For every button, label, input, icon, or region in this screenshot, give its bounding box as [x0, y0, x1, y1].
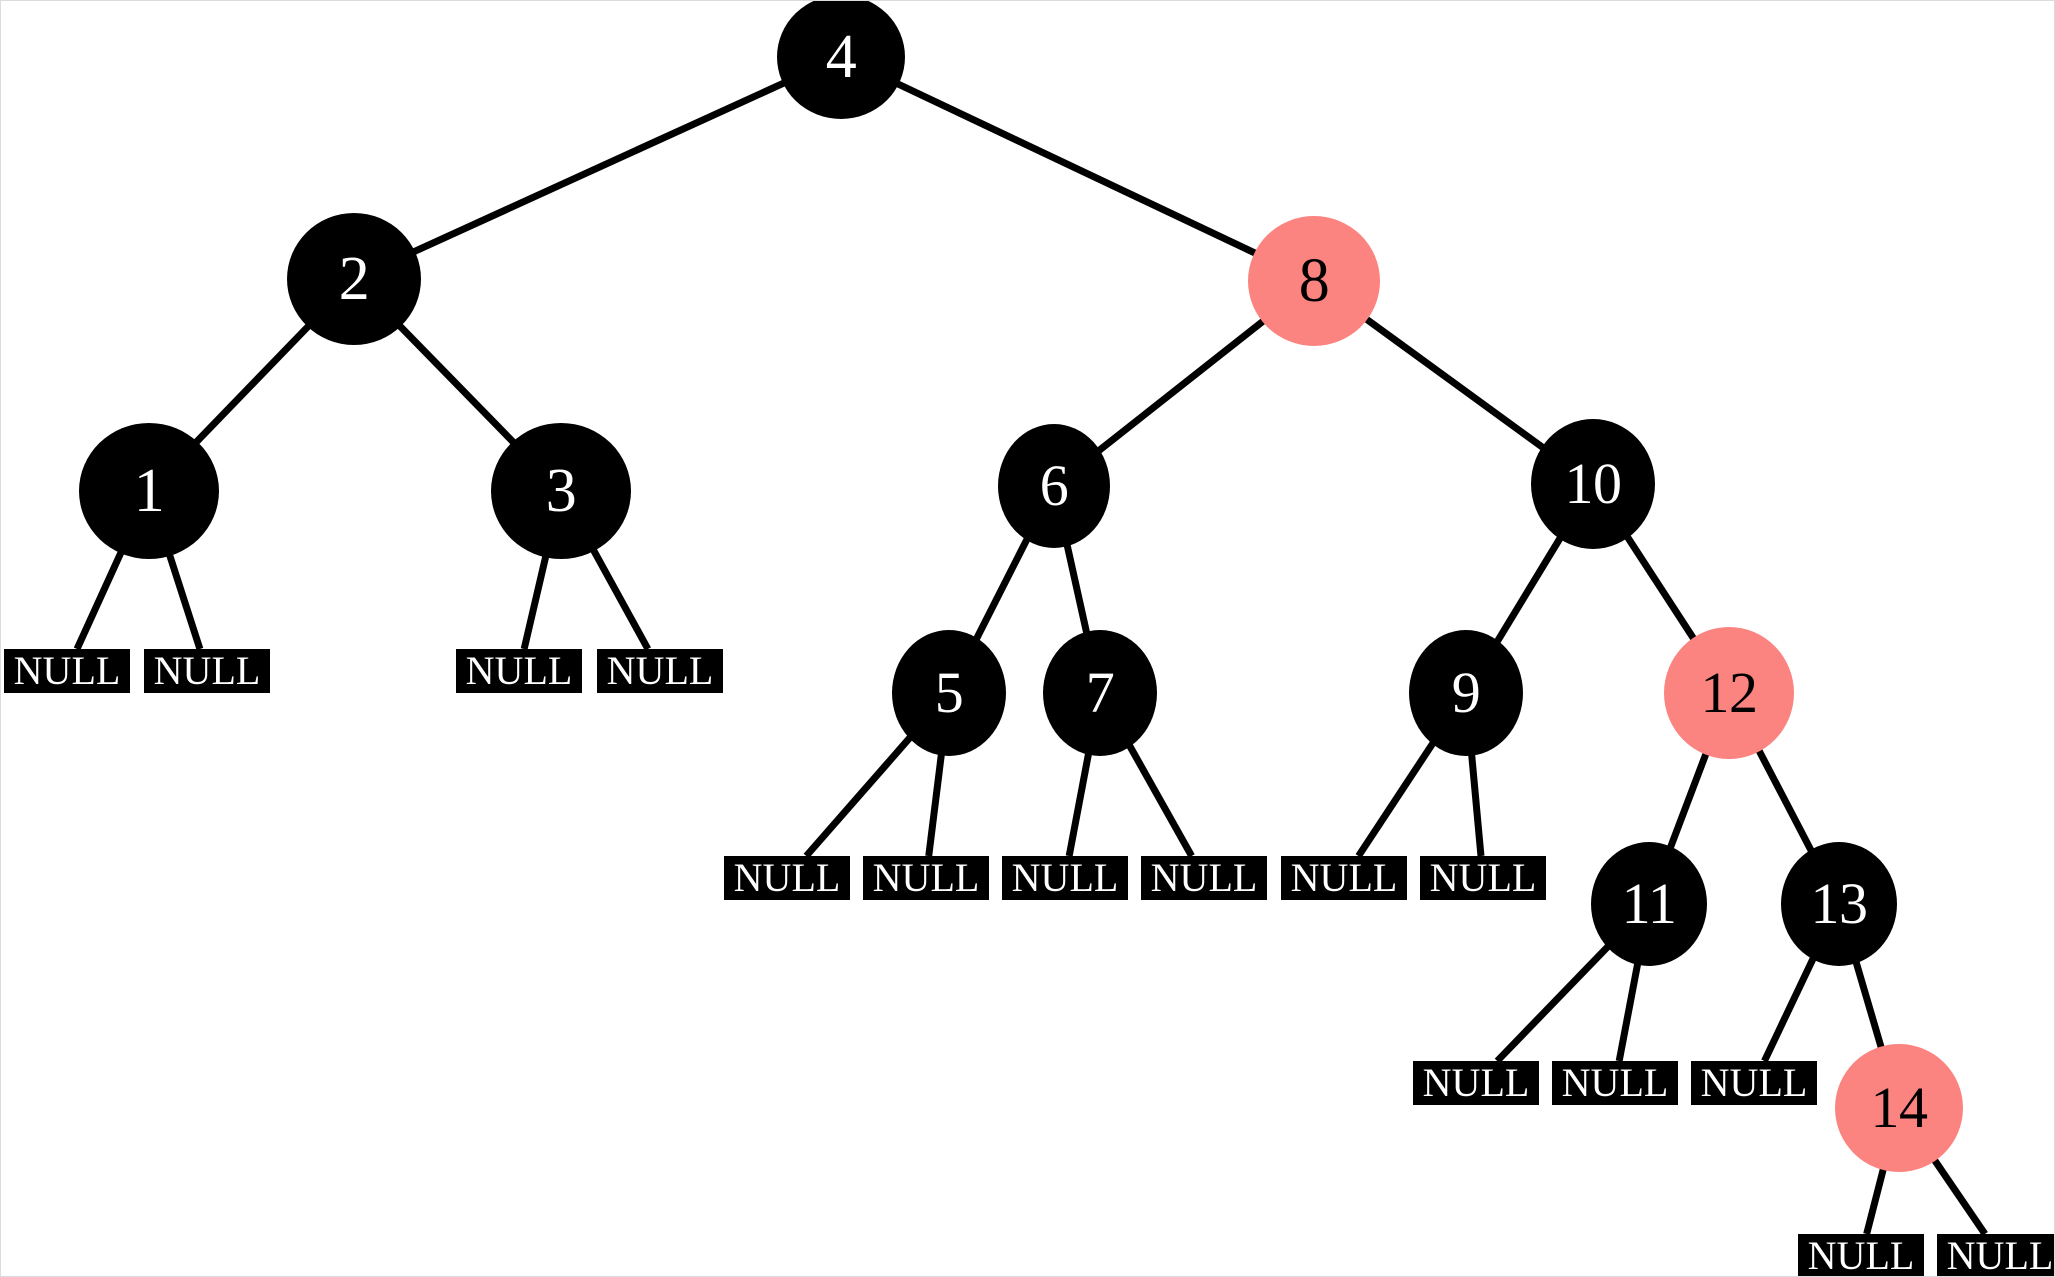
tree-edge [165, 552, 204, 651]
tree-null-leaf-label: NULL [13, 648, 121, 693]
tree-null-leaf: NULL [1413, 1061, 1539, 1105]
tree-edge [1863, 1166, 1888, 1235]
tree-edge [803, 734, 914, 859]
tree-edge [1493, 534, 1565, 645]
tree-null-leaf: NULL [144, 649, 270, 693]
tree-null-leaf: NULL [863, 856, 989, 900]
tree-edge [73, 549, 125, 651]
tree-edge [972, 536, 1031, 642]
tree-node-label: 4 [825, 23, 857, 91]
tree-null-leaf-label: NULL [733, 855, 841, 900]
tree-null-leaf-label: NULL [1011, 855, 1119, 900]
tree-null-leaf-label: NULL [153, 648, 261, 693]
tree-node-label: 6 [1039, 453, 1069, 518]
tree-edge [192, 322, 313, 446]
tree-edge [1065, 751, 1093, 857]
tree-edge [1063, 543, 1091, 636]
tree-edge [1852, 959, 1886, 1051]
tree-edge [1494, 942, 1612, 1064]
tree-node-label: 13 [1810, 871, 1869, 936]
tree-null-leaf-label: NULL [1946, 1233, 2054, 1277]
tree-edge [1362, 315, 1547, 452]
tree-edge [1355, 739, 1437, 858]
tree-edge [410, 79, 787, 256]
tree-node-9[interactable]: 9 [1409, 630, 1523, 756]
tree-node-1[interactable]: 1 [79, 423, 219, 559]
tree-edge [1666, 750, 1710, 851]
tree-node-label: 1 [133, 457, 165, 525]
tree-node-14[interactable]: 14 [1835, 1044, 1963, 1172]
tree-node-5[interactable]: 5 [892, 630, 1006, 756]
tree-node-label: 12 [1700, 660, 1759, 725]
tree-null-leaf: NULL [1691, 1061, 1817, 1105]
tree-null-leaf: NULL [456, 649, 582, 693]
tree-null-leaf-label: NULL [872, 855, 980, 900]
tree-node-10[interactable]: 10 [1531, 419, 1655, 549]
tree-node-13[interactable]: 13 [1781, 842, 1897, 966]
tree-null-leaf: NULL [1002, 856, 1128, 900]
tree-node-4[interactable]: 4 [777, 1, 905, 119]
tree-node-label: 9 [1451, 660, 1481, 725]
tree-edge [1761, 955, 1817, 1063]
tree-null-leaf: NULL [1798, 1233, 1924, 1277]
tree-edge [1095, 317, 1267, 455]
tree-null-leaf-label: NULL [1807, 1233, 1915, 1277]
tree-node-3[interactable]: 3 [491, 423, 631, 559]
tree-edge [520, 553, 550, 650]
tree-edge [1930, 1156, 1988, 1236]
tree-node-12[interactable]: 12 [1664, 627, 1794, 759]
tree-node-label: 7 [1085, 660, 1115, 725]
tree-node-label: 14 [1870, 1075, 1929, 1140]
tree-node-label: 11 [1621, 871, 1677, 936]
tree-edge [589, 546, 651, 651]
tree-node-label: 2 [338, 245, 370, 313]
tree-null-leaf: NULL [4, 649, 130, 693]
tree-null-leaf-label: NULL [1700, 1060, 1808, 1105]
tree-null-leaf-label: NULL [1429, 855, 1537, 900]
tree-edge [1755, 747, 1815, 854]
tree-edge [1615, 961, 1642, 1062]
tree-node-label: 3 [545, 457, 577, 525]
tree-node-8[interactable]: 8 [1248, 216, 1380, 346]
tree-null-leaf-label: NULL [1422, 1060, 1530, 1105]
tree-node-6[interactable]: 6 [998, 424, 1110, 548]
tree-node-11[interactable]: 11 [1591, 842, 1707, 966]
tree-edge [925, 752, 946, 857]
tree-null-leaf-label: NULL [1561, 1060, 1669, 1105]
tree-node-label: 5 [934, 660, 964, 725]
tree-edge [1125, 742, 1195, 858]
tree-null-leaf-label: NULL [606, 648, 714, 693]
tree-null-leaf: NULL [1281, 856, 1407, 900]
tree-edge [894, 79, 1259, 258]
tree-node-7[interactable]: 7 [1043, 630, 1157, 756]
tree-null-leaf-label: NULL [465, 648, 573, 693]
tree-null-leaf-label: NULL [1150, 855, 1258, 900]
tree-node-2[interactable]: 2 [287, 213, 421, 345]
tree-edge [396, 322, 518, 447]
tree-null-leaf-label: NULL [1290, 855, 1398, 900]
tree-edge [1623, 533, 1698, 643]
tree-node-label: 8 [1298, 247, 1330, 315]
tree-null-leaf: NULL [1552, 1061, 1678, 1105]
tree-null-leaf: NULL [1420, 856, 1546, 900]
tree-null-leaf: NULL [1937, 1233, 2054, 1277]
tree-null-leaf: NULL [1141, 856, 1267, 900]
tree-null-leaf: NULL [724, 856, 850, 900]
tree-node-label: 10 [1564, 451, 1623, 516]
tree-edge [1468, 752, 1485, 857]
tree-null-leaf: NULL [597, 649, 723, 693]
